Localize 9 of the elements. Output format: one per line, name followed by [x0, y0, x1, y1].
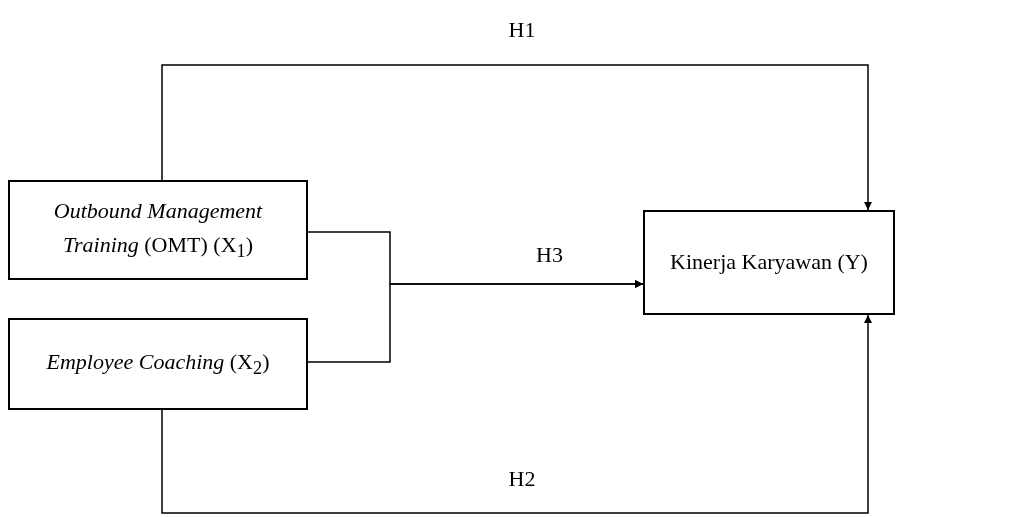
box-label: Outbound Management Training (OMT) (X$_{1}$) — [52, 197, 264, 264]
arrow — [161, 314, 872, 514]
variable-box — [8, 180, 308, 280]
arrow — [307, 280, 644, 363]
arrow — [161, 64, 872, 211]
box-label: Kinerja Karyawan (Y) — [670, 248, 868, 277]
variable-box — [8, 318, 308, 410]
variable-box — [643, 210, 895, 315]
box-label: Employee Coaching (X$_{2}$) — [46, 348, 270, 381]
